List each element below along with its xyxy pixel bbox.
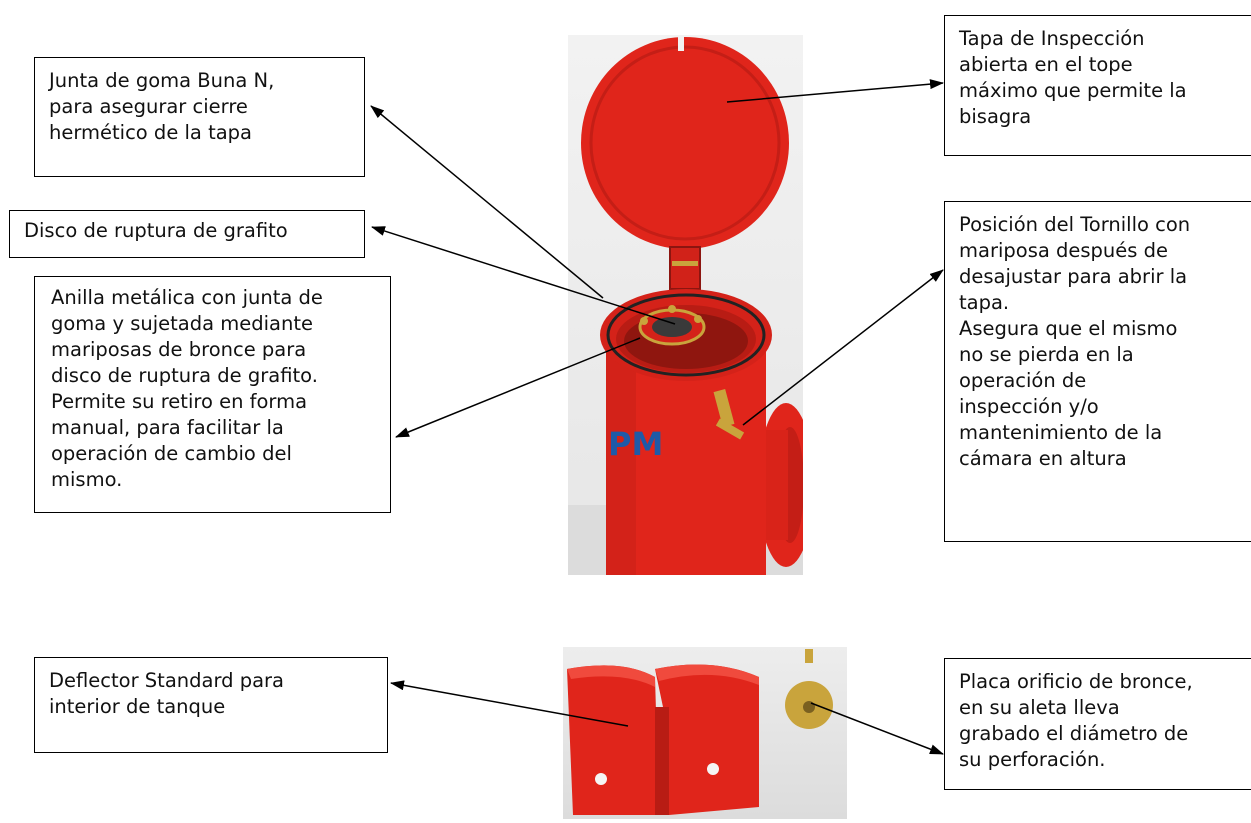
callout-junta-goma: Junta de goma Buna N, para asegurar cier… (34, 57, 365, 177)
chamber-photo: PM (568, 35, 803, 575)
wing-screw (715, 418, 745, 440)
logo-text: PM (608, 425, 663, 463)
arrow-tapa-inspeccion (726, 79, 944, 103)
arrow-anilla (395, 337, 641, 438)
rupture-disc (652, 317, 692, 337)
inspection-lid (581, 37, 789, 249)
arrow-tornillo (742, 269, 944, 426)
deflector-left (567, 665, 659, 815)
arrow-junta-goma (370, 105, 604, 299)
deflector-illustration (567, 649, 833, 815)
deflector-photo (563, 647, 847, 819)
lid-hinge (669, 246, 701, 290)
callout-tornillo: Posición del Tornillo con mariposa despu… (944, 201, 1251, 542)
callout-disco-ruptura: Disco de ruptura de grafito (9, 210, 365, 258)
arrow-deflector (390, 680, 629, 727)
callout-anilla: Anilla metálica con junta de goma y suje… (34, 276, 391, 513)
arrow-placa (810, 702, 944, 755)
callout-tapa-inspeccion: Tapa de Inspección abierta en el tope má… (944, 15, 1251, 156)
callout-placa: Placa orificio de bronce, en su aleta ll… (944, 658, 1251, 790)
chamber-illustration: PM (568, 37, 803, 575)
deflector-right (655, 664, 759, 815)
arrow-disco-ruptura (371, 226, 676, 325)
callout-deflector: Deflector Standard para interior de tanq… (34, 657, 388, 753)
